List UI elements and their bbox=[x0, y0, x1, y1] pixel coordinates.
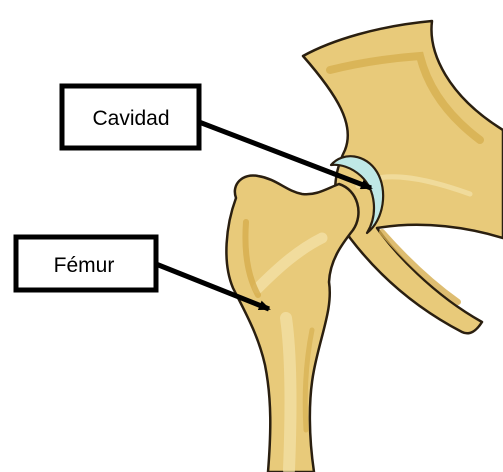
pelvis-bone bbox=[303, 21, 503, 333]
cavity-label: Cavidad bbox=[62, 86, 199, 148]
cavity-label-text: Cavidad bbox=[92, 107, 169, 130]
femur-bone bbox=[226, 176, 358, 472]
femur-label-text: Fémur bbox=[54, 254, 115, 277]
femur-label: Fémur bbox=[16, 237, 156, 290]
